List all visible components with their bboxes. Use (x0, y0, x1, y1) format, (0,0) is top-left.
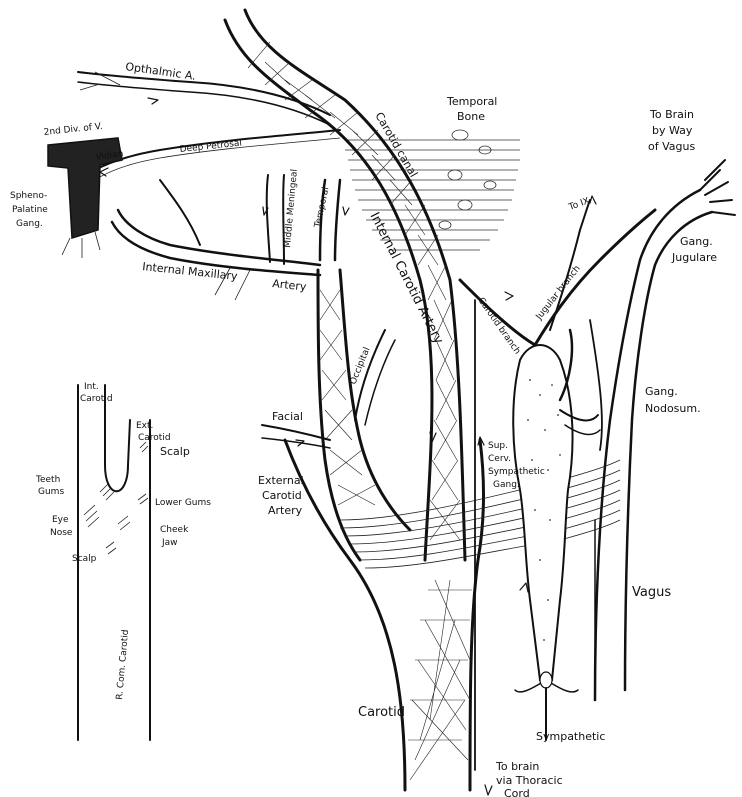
label-to-brain-thoracic-1: To brain (495, 760, 539, 773)
label-external-carotid-3: Artery (268, 504, 303, 517)
label-inset-int-carotid-2: Carotid (80, 394, 113, 404)
label-sup-cerv-3: Sympathetic (488, 467, 545, 477)
label-internal-maxillary-1: Internal Maxillary (142, 260, 239, 283)
label-facial: Facial (272, 410, 303, 423)
facial-artery (262, 425, 330, 448)
label-sup-cerv-4: Gang. (493, 480, 520, 490)
label-to-brain-thoracic-3: Cord (504, 787, 530, 797)
label-temporal-artery: Temporal (313, 186, 332, 229)
label-inset-scalp-top: Scalp (160, 445, 190, 458)
label-jugular-branch: Jugular branch (534, 264, 583, 323)
label-spheno-palatine-2: Palatine (12, 205, 48, 215)
temporal-bone-pores (439, 130, 496, 229)
label-inset-teeth-2: Gums (38, 487, 64, 497)
label-inset-cheek-2: Jaw (161, 538, 178, 548)
common-carotid-trunk (285, 440, 484, 790)
label-inset-lower-gums: Lower Gums (155, 498, 211, 508)
label-external-carotid-1: External (258, 474, 304, 487)
inset-hatch-marks (84, 442, 148, 554)
label-carotid-branch: Carotid branch (476, 296, 522, 356)
label-spheno-palatine-3: Gang. (16, 219, 43, 229)
label-to-brain-vagus-3: of Vagus (648, 140, 695, 153)
label-to-brain-vagus-2: by Way (652, 124, 693, 137)
label-sup-cerv-1: Sup. (488, 441, 508, 451)
label-to-brain-vagus-1: To Brain (649, 108, 694, 121)
label-deep-petrosal: Deep Petrosal (179, 139, 242, 155)
label-vagus: Vagus (632, 585, 671, 600)
label-inset-cheek-1: Cheek (160, 525, 189, 535)
label-inset-ext-carotid-1: Ext. (136, 421, 153, 431)
label-gang-jugulare-2: Jugulare (671, 251, 717, 264)
label-gang-nodosum-2: Nodosum. (645, 402, 701, 415)
label-inset-scalp-bottom: Scalp (72, 554, 97, 564)
label-internal-maxillary-2: Artery (272, 277, 308, 294)
label-temporal-bone-1: Temporal (446, 95, 497, 108)
labels: Opthalmic A. 2nd Div. of V. Vidian Deep … (10, 60, 717, 797)
label-external-carotid-2: Carotid (262, 489, 302, 502)
label-sup-cerv-2: Cerv. (488, 454, 511, 464)
temporal-bone-hatching (345, 140, 520, 250)
label-inset-eye-1: Eye (52, 515, 69, 525)
vagus-nerve (590, 160, 735, 700)
label-temporal-bone-2: Bone (457, 110, 485, 123)
label-second-division: 2nd Div. of V. (43, 122, 103, 138)
label-inset-com-carotid: R. Com. Carotid (115, 629, 131, 700)
carotid-plexus-mesh (408, 580, 472, 780)
deep-petrosal-nerve (95, 130, 340, 178)
internal-carotid-plexus (248, 42, 460, 540)
label-inset-ext-carotid-2: Carotid (138, 433, 171, 443)
label-gang-nodosum-1: Gang. (645, 385, 678, 398)
label-gang-jugulare-1: Gang. (680, 235, 713, 248)
label-carotid-canal: Carotid canal (372, 110, 420, 180)
label-middle-meningeal: Middle Meningeal (283, 169, 300, 249)
label-to-brain-thoracic-2: via Thoracic (496, 774, 563, 787)
superior-cervical-ganglion (513, 345, 578, 740)
label-inset-teeth-1: Teeth (35, 475, 60, 485)
label-inset-eye-2: Nose (50, 528, 73, 538)
label-carotid: Carotid (358, 705, 405, 720)
label-spheno-palatine-1: Spheno- (10, 191, 47, 201)
external-carotid-artery (318, 270, 410, 560)
label-inset-int-carotid-1: Int. (84, 382, 99, 392)
label-sympathetic: Sympathetic (536, 730, 605, 743)
